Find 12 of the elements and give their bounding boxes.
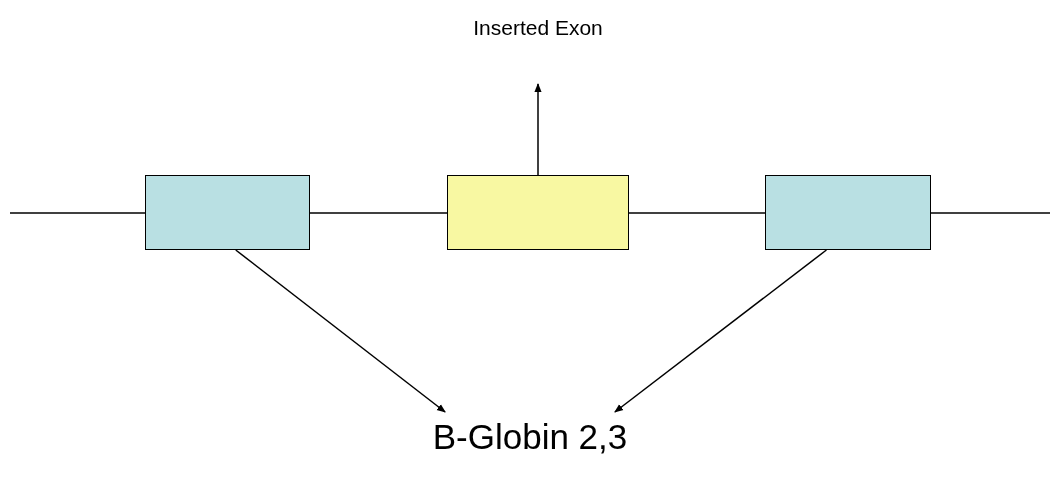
connector-line [9, 212, 146, 214]
connector-line [309, 212, 448, 214]
connector-line [930, 212, 1051, 214]
node-label: Inserted Exon [458, 12, 618, 44]
arrow [614, 249, 828, 413]
exon-box [765, 175, 931, 250]
exon-box [145, 175, 310, 250]
node-label: B-Globin 2,3 [380, 412, 680, 462]
arrow [235, 249, 446, 413]
arrow [534, 83, 542, 176]
exon-box [447, 175, 629, 250]
connector-line [628, 212, 766, 214]
